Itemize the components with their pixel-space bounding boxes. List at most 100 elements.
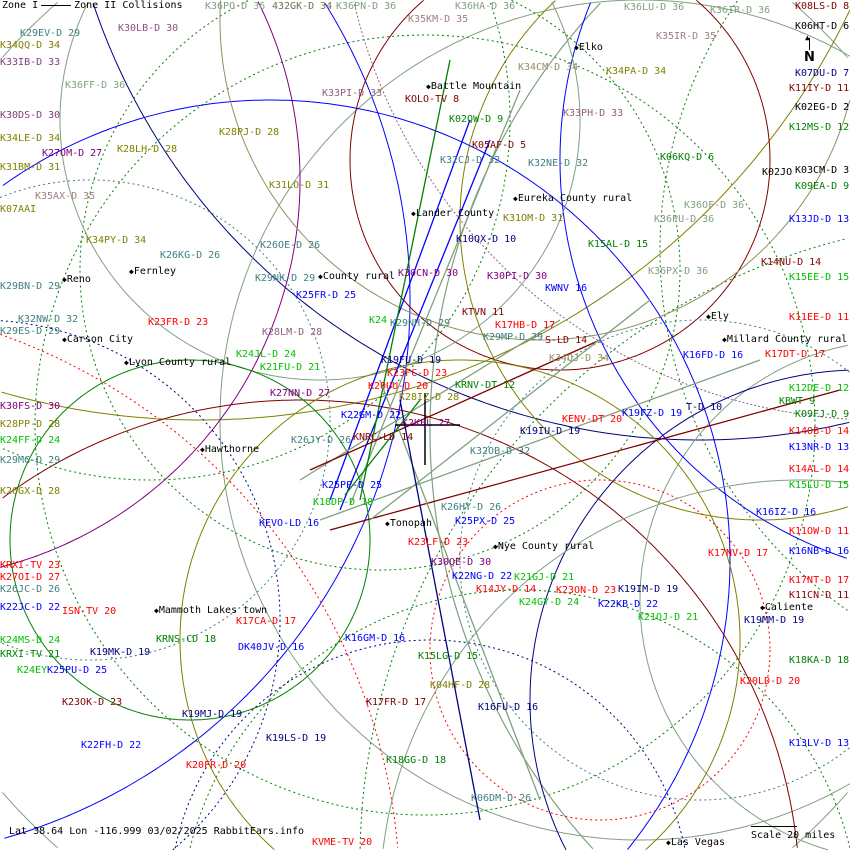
station-label[interactable]: K23LF-D 23 (408, 537, 469, 548)
station-label[interactable]: ISN-TV 20 (62, 606, 117, 617)
station-label[interactable]: K34CM-D 34 (518, 62, 579, 73)
station-label[interactable]: K17DT-D 17 (765, 349, 826, 360)
station-label[interactable]: KRNV-DT 12 (455, 380, 516, 391)
station-label[interactable]: K36PX-D 36 (648, 266, 709, 277)
station-label[interactable]: K07DU-D 7 (795, 68, 850, 79)
station-label[interactable]: K19MK-D 19 (90, 647, 151, 658)
station-label[interactable]: K20FR-D 20 (186, 760, 247, 771)
station-label[interactable]: K03CM-D 3 (795, 165, 850, 176)
station-label[interactable]: K36PU-D 36 (654, 214, 715, 225)
station-label[interactable]: K31BM-D 31 (0, 162, 61, 173)
station-label[interactable]: K13LV-D 13 (789, 738, 850, 749)
station-label[interactable]: K26JC-D 26 (0, 584, 61, 595)
station-label[interactable]: K30QE-D 30 (431, 557, 492, 568)
station-label[interactable]: K34PY-D 34 (86, 235, 147, 246)
station-label[interactable]: K29ES-D 29 (0, 326, 61, 337)
station-label[interactable]: K22JC-D 22 (0, 602, 61, 613)
station-label[interactable]: KENV-DT 20 (562, 414, 623, 425)
station-label[interactable]: K16FD-D 16 (683, 350, 744, 361)
station-label[interactable]: KEVO-LD 16 (259, 518, 320, 529)
station-label[interactable]: K05AF-D 5 (472, 140, 527, 151)
station-label[interactable]: K2KEL 27 (402, 418, 451, 429)
station-label[interactable]: K16FU-D 16 (478, 702, 539, 713)
station-label[interactable]: KRNS-CD 18 (156, 634, 217, 645)
station-label[interactable]: K24GY-D 24 (519, 597, 580, 608)
station-label[interactable]: K19FZ-D 19 (622, 408, 683, 419)
station-label[interactable]: KBWT 9 (779, 396, 816, 407)
station-label[interactable]: K27OI-D 27 (0, 572, 61, 583)
station-label[interactable]: K26HY-D 26 (441, 502, 502, 513)
station-label[interactable]: K28LM-D 28 (262, 327, 323, 338)
station-label[interactable]: K24EY (17, 665, 48, 676)
station-label[interactable]: KRXI-TV 21 (0, 649, 61, 660)
station-label[interactable]: K31LO-D 31 (269, 180, 330, 191)
station-label[interactable]: K14OB-D 14 (789, 426, 850, 437)
station-label[interactable]: K36PO-D 36 (205, 1, 266, 12)
station-label[interactable]: K29NH-D 29 (390, 318, 451, 329)
station-label[interactable]: K28IZ-D 28 (399, 392, 460, 403)
station-label[interactable]: K32OB-D 32 (470, 446, 531, 457)
station-label[interactable]: K13NR-D 13 (789, 442, 850, 453)
station-label[interactable]: K22KB-D 22 (598, 599, 659, 610)
station-label[interactable]: K23FR-D 23 (148, 317, 209, 328)
station-label[interactable]: K21GJ-D 21 (514, 572, 575, 583)
station-label[interactable]: K24MS-D 24 (0, 635, 61, 646)
station-label[interactable]: K13JD-D 13 (789, 214, 850, 225)
station-label[interactable]: DK40JV-D 16 (238, 642, 305, 653)
station-label[interactable]: K17NT-D 17 (789, 575, 850, 586)
station-label[interactable]: K21FU-D 21 (260, 362, 321, 373)
station-label[interactable]: S-LD 14 (545, 335, 588, 346)
station-label[interactable]: K30CN-D 30 (398, 268, 459, 279)
station-label[interactable]: K19MJ-D 19 (182, 709, 243, 720)
station-label[interactable]: K11EE-D 11 (789, 312, 850, 323)
station-label[interactable]: K24FF-D 24 (0, 435, 61, 446)
station-label[interactable]: K35IR-D 35 (656, 31, 717, 42)
station-label[interactable]: K28PP-D 28 (0, 419, 61, 430)
station-label[interactable]: K36LU-D 36 (624, 2, 685, 13)
station-label[interactable]: K12DE-D 12 (789, 383, 850, 394)
station-label[interactable]: 432GK-D 34 (272, 1, 333, 12)
station-label[interactable]: K36HA-D 36 (455, 1, 516, 12)
station-label[interactable]: K25PU-D 25 (47, 665, 108, 676)
station-label[interactable]: K11OW-D 11 (789, 526, 850, 537)
station-label[interactable]: K15AL-D 15 (588, 239, 649, 250)
station-label[interactable]: K34LE-D 34 (0, 133, 61, 144)
station-label[interactable]: K29MG-D 29 (0, 455, 61, 466)
station-label[interactable]: K19IU-D 19 (520, 426, 581, 437)
station-label[interactable]: K02QW-D 9 (449, 114, 504, 125)
station-label[interactable]: K17NV-D 17 (708, 548, 769, 559)
station-label[interactable]: K29MP-D 29 (483, 332, 544, 343)
station-label[interactable]: K02EG-D 2 (795, 102, 850, 113)
station-label[interactable]: K14AL-D 14 (789, 464, 850, 475)
station-label[interactable]: K15LU-D 15 (789, 480, 850, 491)
station-label[interactable]: K17FR-D 17 (366, 697, 427, 708)
station-label[interactable]: K07AAI (0, 204, 37, 215)
station-label[interactable]: K08LS-D 8 (795, 1, 850, 12)
station-label[interactable]: K27NN-D 27 (270, 388, 331, 399)
station-label[interactable]: K18KA-D 18 (789, 655, 850, 666)
station-label[interactable]: K29NK-D 29 (255, 273, 316, 284)
station-label[interactable]: K28PJ-D 28 (219, 127, 280, 138)
station-label[interactable]: K32NW-D 32 (18, 314, 79, 325)
station-label[interactable]: K06KQ-D 6 (660, 152, 715, 163)
station-label[interactable]: K16GM-D 16 (345, 633, 406, 644)
station-label[interactable]: K36IR-D 36 (710, 5, 771, 16)
station-label[interactable]: K26GX-D 28 (0, 486, 61, 497)
station-label[interactable]: K10QX-D 10 (456, 234, 517, 245)
station-label[interactable]: K15LG-D 15 (418, 651, 479, 662)
station-label[interactable]: K26KG-D 26 (160, 250, 221, 261)
station-label[interactable]: K32NE-D 32 (528, 158, 589, 169)
station-label[interactable]: K14NU-D 14 (761, 257, 822, 268)
station-label[interactable]: K21OJ-D 21 (638, 612, 699, 623)
station-label[interactable]: K32CJ-D 32 (440, 155, 501, 166)
station-label[interactable]: K19MM-D 19 (744, 615, 805, 626)
station-label[interactable]: K36FF-D 36 (65, 80, 126, 91)
station-label[interactable]: K30LB-D 30 (118, 23, 179, 34)
station-label[interactable]: K17HB-D 17 (495, 320, 556, 331)
station-label[interactable]: K11IY-D 11 (789, 83, 850, 94)
station-label[interactable]: K24 (369, 315, 388, 326)
station-label[interactable]: K23ON-D 23 (556, 585, 617, 596)
station-label[interactable]: K28LH-D 28 (117, 144, 178, 155)
station-label[interactable]: K35KM-D 35 (408, 14, 469, 25)
